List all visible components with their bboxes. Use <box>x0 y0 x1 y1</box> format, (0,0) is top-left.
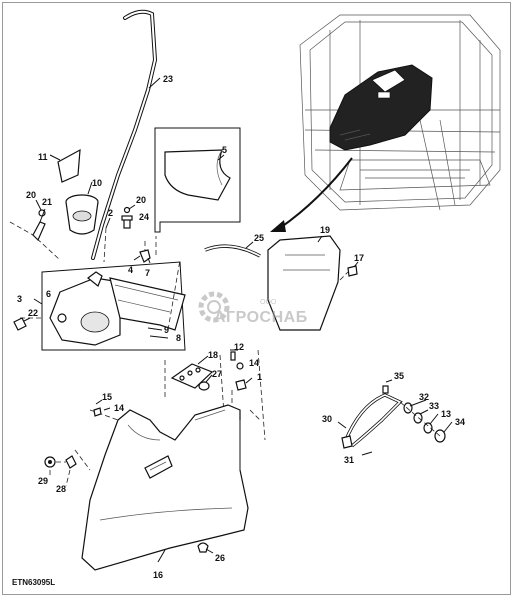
lower-panel-part <box>74 404 261 571</box>
callout-14-left: 14 <box>114 403 124 413</box>
callout-28: 28 <box>56 484 66 494</box>
clip-part-22 <box>13 317 31 331</box>
callout-2: 2 <box>108 208 113 218</box>
callout-4: 4 <box>128 265 133 275</box>
callout-26: 26 <box>215 553 225 563</box>
drawing-code: ETN63095L <box>12 578 56 587</box>
fastener-group-right-lower <box>382 379 453 443</box>
callout-16: 16 <box>153 570 163 580</box>
callout-24: 24 <box>139 212 149 222</box>
callout-35: 35 <box>394 371 404 381</box>
callout-20-right: 20 <box>136 195 146 205</box>
callout-1: 1 <box>257 372 262 382</box>
bracket-part-left <box>9 199 61 261</box>
callout-19: 19 <box>320 225 330 235</box>
cab-overview <box>299 14 501 211</box>
diagram-frame <box>2 2 511 595</box>
grab-handle-part <box>91 9 161 260</box>
callout-3: 3 <box>17 294 22 304</box>
callout-20-left: 20 <box>26 190 36 200</box>
callout-29: 29 <box>38 476 48 486</box>
pointer-arrow <box>270 157 353 232</box>
callout-21: 21 <box>42 197 52 207</box>
callout-15: 15 <box>102 392 112 402</box>
fastener-group-29-28 <box>44 455 77 487</box>
callout-14-right: 14 <box>249 358 259 368</box>
screw-parts-8-9 <box>147 259 181 339</box>
callout-30: 30 <box>322 414 332 424</box>
callout-18: 18 <box>208 350 218 360</box>
callout-8: 8 <box>176 333 181 343</box>
side-panel-part <box>267 235 359 331</box>
fastener-group-upper <box>103 204 136 263</box>
callout-5: 5 <box>222 145 227 155</box>
callout-12: 12 <box>234 342 244 352</box>
cup-holder-part <box>65 181 99 235</box>
callout-32: 32 <box>419 392 429 402</box>
callout-31: 31 <box>344 455 354 465</box>
callout-34: 34 <box>455 417 465 427</box>
support-rod-part <box>337 393 403 456</box>
switch-plate-part <box>164 354 226 431</box>
callout-7: 7 <box>145 268 150 278</box>
console-assembly-box <box>20 236 186 351</box>
callout-11: 11 <box>38 152 48 162</box>
callout-23: 23 <box>163 74 173 84</box>
callout-22: 22 <box>28 308 38 318</box>
callout-6: 6 <box>46 289 51 299</box>
callout-10: 10 <box>92 178 102 188</box>
cover-part <box>49 148 81 183</box>
callout-17: 17 <box>354 253 364 263</box>
callout-9: 9 <box>164 325 169 335</box>
callout-13: 13 <box>441 409 451 419</box>
fastener-group-lower-left <box>93 399 111 417</box>
trim-strip-part <box>204 241 261 258</box>
callout-33: 33 <box>429 401 439 411</box>
clip-parts-4-7 <box>133 249 151 264</box>
callout-25: 25 <box>254 233 264 243</box>
callout-27: 27 <box>212 369 222 379</box>
inset-box-panel-5 <box>154 127 241 233</box>
